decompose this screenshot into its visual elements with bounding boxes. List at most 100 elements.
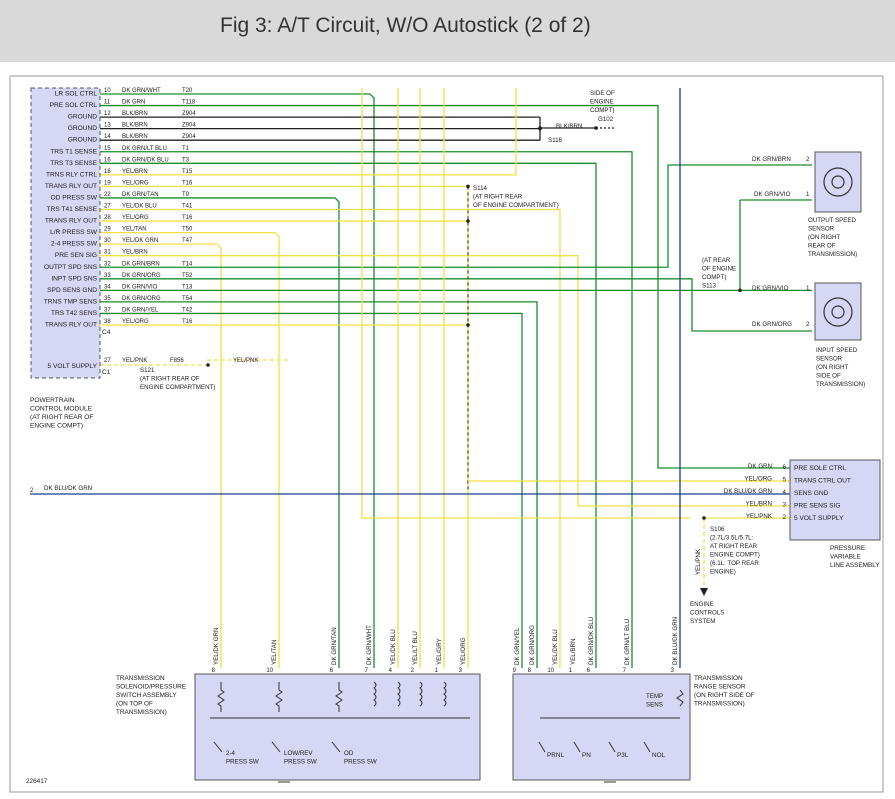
s113-label: (AT REAR <box>702 257 731 264</box>
pcm-wire-label: BLK/BRN <box>122 111 148 117</box>
range-sensor-label: TRANSMISSION) <box>694 701 745 708</box>
pcm-circuit-label: T42 <box>182 307 193 313</box>
range-sensor-label: TRANSMISSION <box>694 675 743 682</box>
pcm-pin-number: 16 <box>104 157 111 163</box>
range-wire-label: DK BLU/DK GRN <box>672 617 679 665</box>
pcm-circuit-label: T13 <box>182 284 193 290</box>
solenoid-wire-label: YEL/DK GRN <box>213 628 220 665</box>
pressure-assembly-label: VARIABLE <box>830 554 861 561</box>
range-sensor-label: (ON RIGHT SIDE OF <box>694 692 755 699</box>
range-pin-number: 3 <box>671 668 675 674</box>
pcm-pin-number: 37 <box>104 307 111 313</box>
resistor-symbol <box>275 682 283 712</box>
wire-dk-grn-wht <box>100 93 375 668</box>
input-sensor-coil <box>823 297 853 327</box>
output-sensor-pin: 2 <box>806 156 810 163</box>
pcm-wire-label: YEL/ORG <box>122 319 149 325</box>
pressure-switch <box>331 741 341 753</box>
pcm-pin-number: 14 <box>104 134 111 140</box>
pcm-pin-number: 33 <box>104 273 111 279</box>
splice-dot <box>594 126 598 130</box>
wire-dk-grn-tan <box>100 197 340 668</box>
range-pin-number: 1 <box>569 668 573 674</box>
output-sensor-label: TRANSMISSION) <box>808 251 857 258</box>
figure-header: Fig 3: A/T Circuit, W/O Autostick (2 of … <box>0 0 895 62</box>
solenoid-coil <box>443 681 447 707</box>
pcm-pin-name: PRE SOL CTRL <box>50 102 98 109</box>
g102-label: COMPT) <box>590 107 614 114</box>
pressure-switch-label: 2-4 <box>226 750 236 757</box>
pcm-pin-number: 10 <box>104 88 111 94</box>
range-switch-label: PN <box>582 752 591 759</box>
input-sensor-pin: 2 <box>806 321 810 328</box>
pcm-pin-name: TRS T42 SENS <box>51 310 98 317</box>
connector-c4-label: C4 <box>102 329 111 336</box>
pcm-circuit-label: T14 <box>182 261 193 267</box>
resistor-symbol <box>217 682 225 712</box>
range-pin-number: 6 <box>587 668 591 674</box>
s113-label: COMPT) <box>702 274 726 281</box>
wire-dk-grn-brn <box>100 164 812 268</box>
pcm-pin-number: 27 <box>104 358 111 364</box>
pcm-pin-name: TRS T3 SENSE <box>50 160 97 167</box>
pcm-circuit-label: T118 <box>182 100 196 106</box>
pcm-circuit-label: T15 <box>182 169 193 175</box>
input-sensor-label: (ON RIGHT <box>816 364 849 371</box>
pcm-wire-label: YEL/BRN <box>122 250 148 256</box>
range-wire-label: DK GRN/DK BLU <box>588 617 595 665</box>
output-sensor-label: REAR OF <box>808 243 836 250</box>
pcm-wire-label: YEL/ORG <box>122 215 149 221</box>
solenoid-assembly-label: TRANSMISSION) <box>116 709 167 716</box>
resistor-symbol <box>335 682 343 712</box>
pcm-wire-label: YEL/DK BLU <box>122 204 157 210</box>
range-switch <box>643 741 651 753</box>
s113-label: OF ENGINE <box>702 266 736 273</box>
pcm-label: ENGINE COMPT) <box>30 423 83 430</box>
range-wire-label: DK GRN/YEL <box>514 627 521 665</box>
range-switch-label: NOL <box>652 752 666 759</box>
pressure-pin-number: 5 <box>783 477 787 484</box>
pcm-label: CONTROL MODULE <box>30 406 93 413</box>
pcm-circuit-label: T16 <box>182 215 193 221</box>
output-speed-sensor-box <box>814 151 862 213</box>
pressure-wire-label: YEL/BRN <box>746 501 772 508</box>
range-wire-label: YEL/DK BLU <box>552 629 559 665</box>
range-sensor-label: RANGE SENSOR <box>694 684 746 691</box>
wire-yel-dk-blu <box>100 208 561 668</box>
left-wire-label: DK BLU/DK GRN <box>44 485 92 492</box>
range-wire-label: DK GRN/LT BLU <box>624 619 631 665</box>
pcm-pin-number: 32 <box>104 261 111 267</box>
temp-sensor-label: TEMP <box>646 693 663 700</box>
output-sensor-wire-label: DK GRN/BRN <box>752 156 791 163</box>
pressure-wire-label: YEL/ORG <box>744 476 772 483</box>
engine-controls-wire: YEL/PNK <box>695 548 702 575</box>
pcm-pin-name: PRE SEN SIG <box>55 252 97 259</box>
pcm-circuit-label: F856 <box>170 358 184 364</box>
pcm-circuit-label: T41 <box>182 204 193 210</box>
s106-label: ENGINE) <box>710 569 736 576</box>
pcm-pin-number: 30 <box>104 238 111 244</box>
left-wire-number: 2 <box>30 488 34 494</box>
s106-label: ENGINE COMPT) <box>710 552 760 559</box>
solenoid-pin-number: 1 <box>435 668 439 674</box>
wire-yel-brn <box>100 255 790 507</box>
s113-label: S113 <box>702 283 717 290</box>
pcm-wire-label: DK GRN/BRN <box>122 261 160 267</box>
range-pin-number: 8 <box>528 668 532 674</box>
pressure-switch-label: LOW/REV <box>284 750 313 757</box>
pcm-circuit-label: T9 <box>182 192 190 198</box>
arrow-engine-controls <box>700 588 708 596</box>
wire-dk-grn-yel <box>100 312 523 668</box>
pcm-pin-number: 38 <box>104 319 111 325</box>
pressure-pin-name: PRE SENS SIG <box>794 503 841 510</box>
figure-title: Fig 3: A/T Circuit, W/O Autostick (2 of … <box>220 14 591 37</box>
pcm-wire-label: YEL/PNK <box>122 358 147 364</box>
pcm-pin-number: 34 <box>104 284 111 290</box>
pressure-pin-number: 2 <box>783 514 787 521</box>
pcm-pin-name: TRNS TMP SENS <box>44 298 98 305</box>
solenoid-pin-number: 4 <box>389 668 393 674</box>
input-sensor-label: SIDE OF <box>816 373 841 380</box>
pcm-pin-name: TRS T41 SENSE <box>47 206 98 213</box>
solenoid-assembly-box <box>194 673 481 781</box>
s121-label: S121 <box>140 367 155 374</box>
